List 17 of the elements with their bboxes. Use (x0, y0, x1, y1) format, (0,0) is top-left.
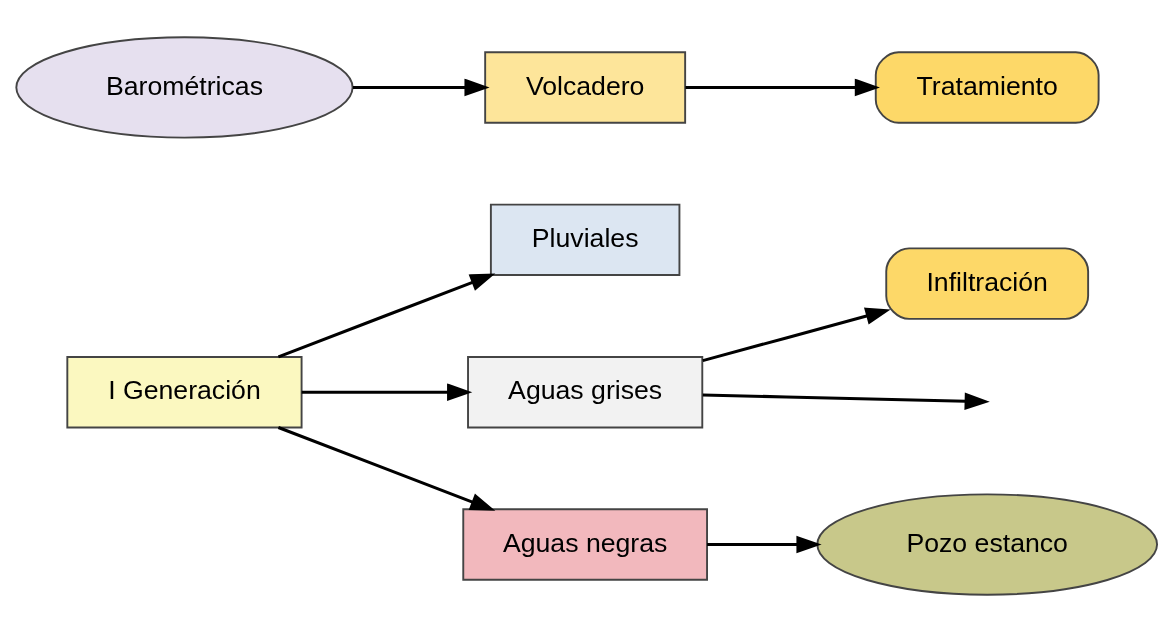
node-box: Volcadero (484, 51, 687, 124)
node-box: Tratamiento (874, 51, 1100, 124)
arrow (685, 78, 880, 97)
node-box: Pluviales (489, 203, 681, 276)
arrow (277, 426, 496, 511)
node-box: I Generación (66, 356, 303, 429)
node-ellipse: Barométricas (15, 36, 354, 139)
arrow (277, 273, 496, 359)
node-box: Aguas negras (462, 508, 708, 581)
node-box: Infiltración (885, 247, 1090, 320)
arrow (707, 535, 822, 554)
arrow (702, 392, 990, 411)
arrow (352, 78, 490, 97)
arrow (301, 383, 473, 401)
arrow (702, 307, 891, 363)
node-box: Aguas grises (467, 356, 704, 429)
node-ellipse: Pozo estanco (816, 493, 1158, 596)
